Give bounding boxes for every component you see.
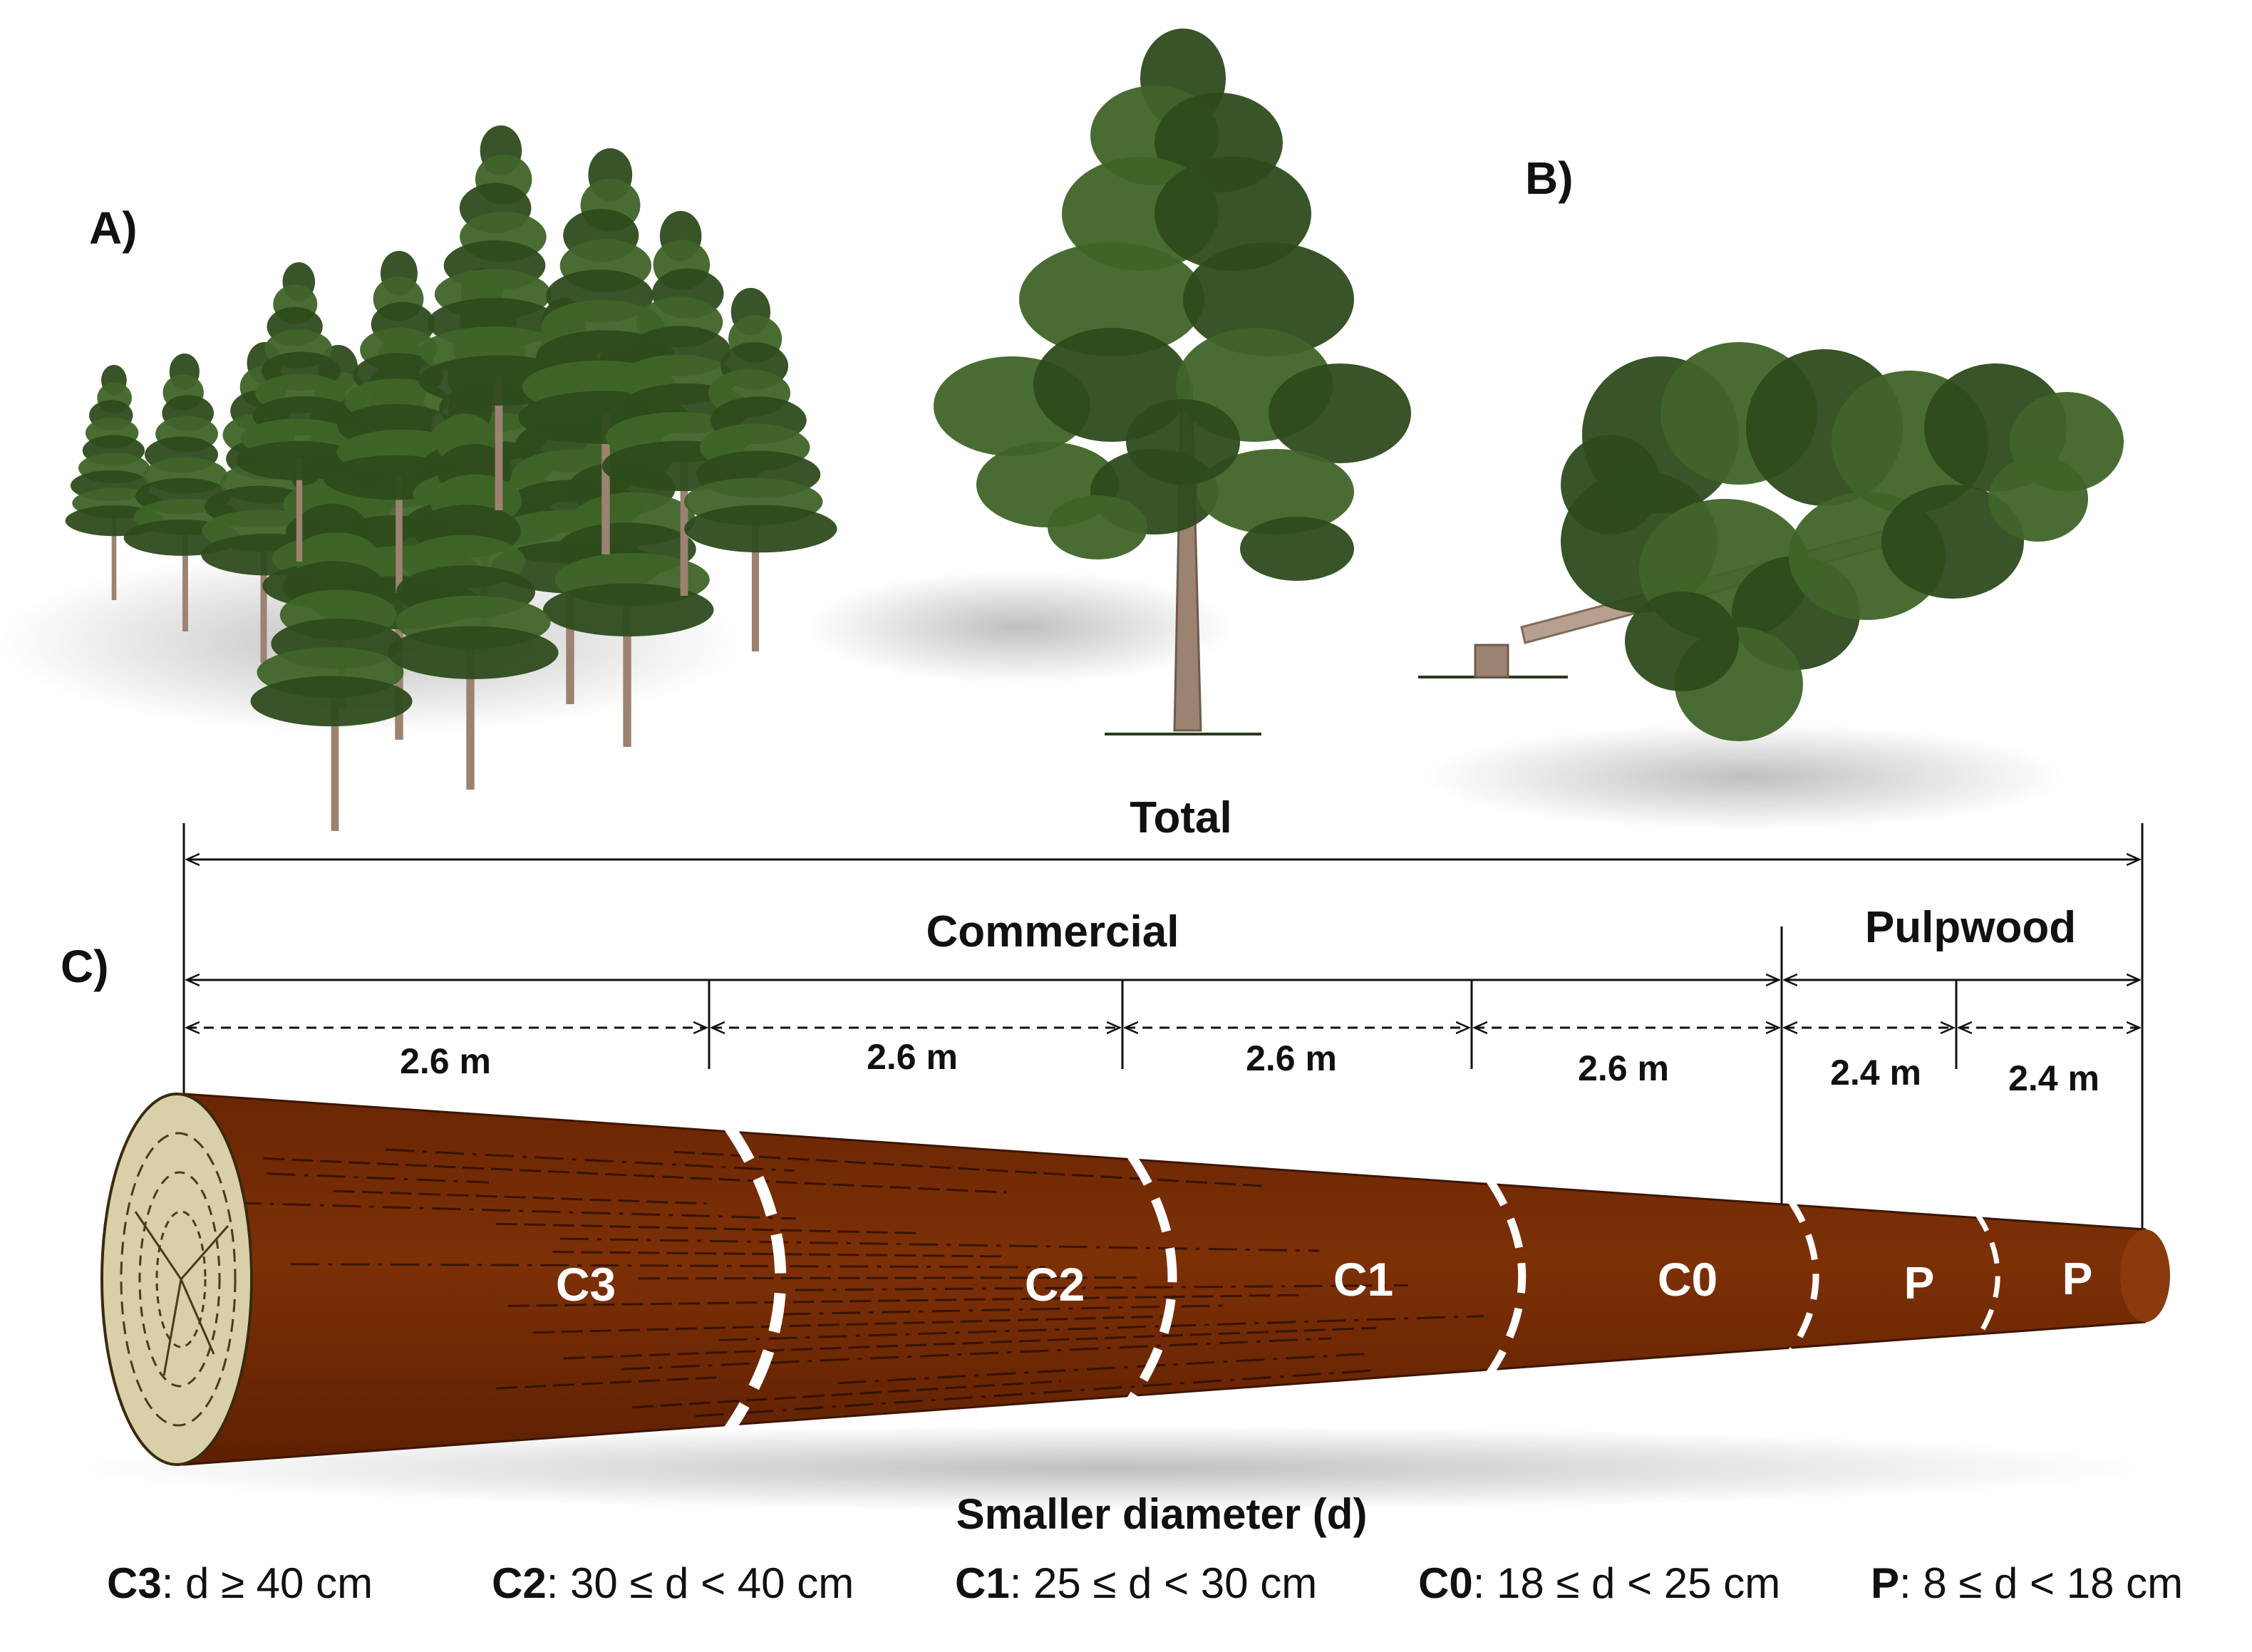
legend-item-c0: C0: 18 ≤ d < 25 cm <box>1418 1559 1780 1607</box>
legend-item-c2: C2: 30 ≤ d < 40 cm <box>492 1559 854 1607</box>
length-label-3: 2.6 m <box>1246 1038 1337 1078</box>
legend-title: Smaller diameter (d) <box>956 1490 1368 1538</box>
legend-item-c3: C3: d ≥ 40 cm <box>107 1559 373 1607</box>
pulpwood-label: Pulpwood <box>1865 903 2076 952</box>
felled-tree <box>1418 342 2124 830</box>
log-tip <box>2120 1229 2170 1322</box>
legend-rule: : 8 ≤ d < 18 cm <box>1899 1559 2183 1607</box>
tree-stump <box>1474 644 1509 678</box>
legend-item-p: P: 8 ≤ d < 18 cm <box>1871 1559 2183 1607</box>
segment-label-c0: C0 <box>1658 1253 1718 1306</box>
legend-rule: : d ≥ 40 cm <box>162 1559 373 1607</box>
length-label-5: 2.4 m <box>1830 1053 1921 1093</box>
length-label-4: 2.6 m <box>1578 1048 1669 1088</box>
legend-item-c1: C1: 25 ≤ d < 30 cm <box>955 1559 1317 1607</box>
conifer-tree <box>684 288 837 651</box>
length-label-6: 2.4 m <box>2008 1058 2099 1098</box>
conifer-tree <box>387 383 559 790</box>
segment-length-labels: 2.6 m 2.6 m 2.6 m 2.6 m 2.4 m 2.4 m <box>400 1037 2099 1098</box>
length-label-2: 2.6 m <box>867 1037 958 1077</box>
conifer-tree <box>65 365 165 600</box>
segment-label-c3: C3 <box>556 1258 616 1311</box>
panel-label-c: C) <box>61 941 109 992</box>
cut-mark <box>1126 1151 1177 1404</box>
legend-code: C0 <box>1418 1559 1473 1607</box>
legend-rule: : 25 ≤ d < 30 cm <box>1010 1559 1317 1607</box>
conifer-tree <box>250 446 413 831</box>
segment-label-c1: C1 <box>1333 1253 1393 1306</box>
log-end-face <box>100 1093 253 1466</box>
cut-marks <box>724 1123 2000 1433</box>
conifer-tree <box>418 125 581 510</box>
forest-stand <box>0 125 837 831</box>
legend-rule: : 18 ≤ d < 25 cm <box>1473 1559 1780 1607</box>
legend: C3: d ≥ 40 cm C2: 30 ≤ d < 40 cm C1: 25 … <box>107 1559 2183 1607</box>
legend-rule: : 30 ≤ d < 40 cm <box>547 1559 854 1607</box>
legend-code: C2 <box>492 1559 547 1607</box>
legend-code: C3 <box>107 1559 162 1607</box>
growth-rings <box>120 1132 237 1427</box>
panel-label-b: B) <box>1525 153 1574 204</box>
cut-mark <box>1787 1197 1819 1356</box>
segment-label-p1: P <box>1904 1257 1935 1308</box>
dimension-lines <box>182 823 2144 1244</box>
standing-tree <box>805 29 1411 735</box>
segment-label-p2: P <box>2062 1253 2093 1304</box>
cut-mark <box>1973 1211 2000 1341</box>
log: C3 C2 C1 C0 P P <box>78 1093 2170 1511</box>
segment-label-c2: C2 <box>1025 1258 1085 1311</box>
length-label-1: 2.6 m <box>400 1041 491 1081</box>
legend-code: C1 <box>955 1559 1010 1607</box>
total-label: Total <box>1130 793 1232 842</box>
legend-code: P <box>1871 1559 1899 1607</box>
cut-mark <box>1485 1177 1527 1378</box>
commercial-label: Commercial <box>926 907 1179 956</box>
panel-label-a: A) <box>89 202 138 254</box>
